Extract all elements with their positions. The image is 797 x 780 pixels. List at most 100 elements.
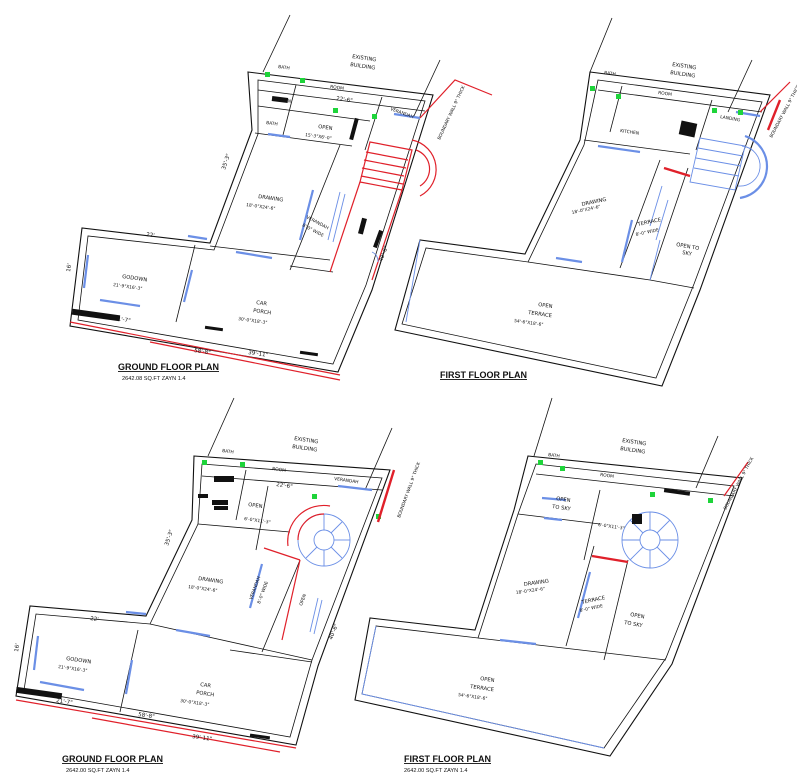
- plan4-title: FIRST FLOOR PLAN: [404, 754, 491, 764]
- plan4-tosky2-label: TO SKY: [623, 620, 644, 629]
- plan3-boundary-line: [376, 469, 396, 523]
- plan4-drawing-dim: 18'-0"X24'-6": [515, 586, 545, 596]
- plan3-drawing-dim: 18'-0"X24'-6": [188, 584, 218, 594]
- plan1-dim-2: 35'-3": [221, 153, 232, 171]
- plan4-bath-label: BATH: [548, 452, 560, 460]
- plan1-dim-8: 40'-6": [378, 245, 390, 263]
- plan1-car-label: CAR: [256, 300, 268, 307]
- plan-ground-floor-top: EXISTING BUILDING BATH ROOM VERANDAH KIT…: [66, 14, 493, 382]
- plan1-building-label: BUILDING: [350, 62, 376, 71]
- plan1-dim-7: 39'-11": [248, 350, 269, 359]
- plan4-boundary-label: BOUNDARY WALL 9" THICK: [722, 456, 755, 511]
- plan2-building-label: BUILDING: [670, 70, 696, 79]
- plan4-open-label: OPEN: [556, 496, 571, 504]
- plan4-terrace-dim: 8'-0" WIDE: [579, 603, 604, 614]
- plan3-dim-8: 40'-6": [328, 623, 340, 641]
- plan2-terrace-dim: 8'-0" WIDE: [635, 227, 660, 238]
- plan4-tosky-label: TO SKY: [551, 504, 572, 513]
- plan4-outline: [354, 455, 743, 757]
- plan3-dim-2: 35'-3": [164, 529, 175, 547]
- plan2-existing-label: EXISTING: [672, 62, 697, 71]
- plan3-open-dim: 6'-0"X11'-3": [244, 516, 271, 526]
- plan1-existing-label: EXISTING: [352, 54, 377, 63]
- plan2-bath-label: BATH: [604, 70, 616, 78]
- plan3-dim-1: 22'-6": [276, 482, 293, 490]
- plan4-building-label: BUILDING: [620, 446, 646, 455]
- plan3-windows: [32, 484, 373, 695]
- plan1-kitchen-label: KITCHEN: [272, 96, 292, 105]
- plan3-dim-7: 39'-11": [192, 734, 213, 743]
- plan3-staircase: [263, 504, 351, 641]
- plan1-boundary-line: [419, 79, 493, 119]
- plan1-drawing-dim: 18'-0"X24'-6": [246, 202, 276, 212]
- plan1-godown-dim: 21'-9"X16'-3": [113, 282, 143, 292]
- plan1-porch-label: PORCH: [253, 308, 272, 316]
- plan3-verandah-label: VERANDAH: [334, 476, 359, 485]
- plan2-staircase: [689, 134, 769, 200]
- plan1-area: 2642.08 SQ.FT ZAYN 1.4: [122, 376, 186, 382]
- plan1-steps: [71, 96, 383, 357]
- plan3-steps: [15, 476, 271, 740]
- plan3-porch-dim: 30'-0"X18'-3": [180, 698, 210, 708]
- plan3-existing-label: EXISTING: [294, 436, 319, 445]
- plan3-building-label: BUILDING: [292, 444, 318, 453]
- plan2-terrace2-dim: 54'-6"X18'-6": [514, 318, 544, 328]
- plan3-boundary-label: BOUNDARY WALL 9" THICK: [396, 461, 422, 518]
- plan3-outline: [15, 455, 391, 746]
- plan2-windows: [405, 110, 761, 323]
- plan1-bath2-label: BATH: [266, 120, 278, 128]
- plan1-porch-dim: 30'-0"X18'-3": [238, 316, 268, 326]
- plan1-outline: [69, 71, 434, 373]
- plan3-open-label: OPEN: [248, 502, 263, 510]
- plan3-bath-label: BATH: [222, 448, 234, 456]
- plan3-godown-dim: 21'-9"X16'-3": [58, 664, 88, 674]
- plan2-kitchen-label: KITCHEN: [620, 128, 640, 137]
- plan4-open3-label: OPEN: [480, 676, 495, 684]
- plan1-dim-1: 22'-6": [336, 96, 353, 104]
- plan4-terrace2-dim: 54'-6"X18'-6": [458, 692, 488, 702]
- plan3-area: 2642.00 SQ.FT ZAYN 1.4: [66, 768, 130, 774]
- plan1-open-label: OPEN: [318, 124, 333, 132]
- plan3-drawing-label: DRAWING: [198, 576, 224, 585]
- plan1-godown-label: GODOWN: [122, 274, 148, 283]
- plan1-dim-3: 22': [146, 232, 155, 239]
- plan4-small-dim: 6'-0"X11'-3": [598, 522, 625, 532]
- plan3-dim-6: 58'-8": [138, 712, 155, 720]
- plan1-drawing-label: DRAWING: [258, 194, 284, 203]
- plan3-porch-label: PORCH: [196, 690, 215, 698]
- plan1-boundary-label: BOUNDARY WALL 9" THICK: [436, 85, 466, 141]
- plan3-dim-4: 16': [14, 643, 21, 652]
- plan1-windows: [82, 112, 421, 308]
- plan2-outline: [394, 71, 771, 387]
- plan2-title: FIRST FLOOR PLAN: [440, 370, 527, 380]
- plan1-room-label: ROOM: [330, 84, 345, 92]
- plan2-terrace-label: TERRACE: [636, 217, 662, 228]
- plan2-room-label: ROOM: [658, 90, 673, 98]
- plan1-open-dim: 15'-3"X6'-0": [305, 132, 332, 142]
- plan3-car-label: CAR: [200, 682, 212, 689]
- plan2-sky-label: SKY: [682, 250, 693, 258]
- plan2-terrace2-label: TERRACE: [527, 310, 552, 319]
- plan4-terrace-label: TERRACE: [580, 595, 606, 606]
- plan2-open2-label: OPEN: [538, 302, 553, 310]
- plan4-windows: [361, 496, 605, 749]
- plan4-drawing-label: DRAWING: [523, 579, 549, 588]
- plan1-staircase: [329, 139, 437, 281]
- plan4-existing-label: EXISTING: [622, 438, 647, 447]
- plan3-room-label: ROOM: [272, 466, 287, 474]
- plan-first-floor-bottom: EXISTING BUILDING BATH ROOM OPEN TO SKY …: [354, 397, 755, 774]
- plan3-title: GROUND FLOOR PLAN: [62, 754, 163, 764]
- plan3-open3-label: OPEN: [298, 593, 308, 606]
- plan-ground-floor-bottom: EXISTING BUILDING BATH ROOM VERANDAH OPE…: [14, 397, 422, 774]
- plan2-drawing-label: DRAWING: [581, 197, 607, 208]
- plan-first-floor-top: EXISTING BUILDING BATH ROOM KITCHEN LAND…: [394, 17, 797, 387]
- plan4-staircase: [621, 511, 679, 569]
- plan2-boundary-label: BOUNDARY WALL 9" THICK: [768, 84, 797, 139]
- plan3-dim-3: 22': [90, 616, 99, 623]
- plan3-godown-label: GODOWN: [66, 656, 92, 665]
- plan2-drawing-dim: 18'-0"X24'-6": [571, 204, 601, 216]
- plan1-bath-label: BATH: [278, 64, 290, 72]
- plan1-dim-4: 16': [66, 263, 73, 272]
- plan4-area: 2642.00 SQ.FT ZAYN 1.4: [404, 768, 468, 774]
